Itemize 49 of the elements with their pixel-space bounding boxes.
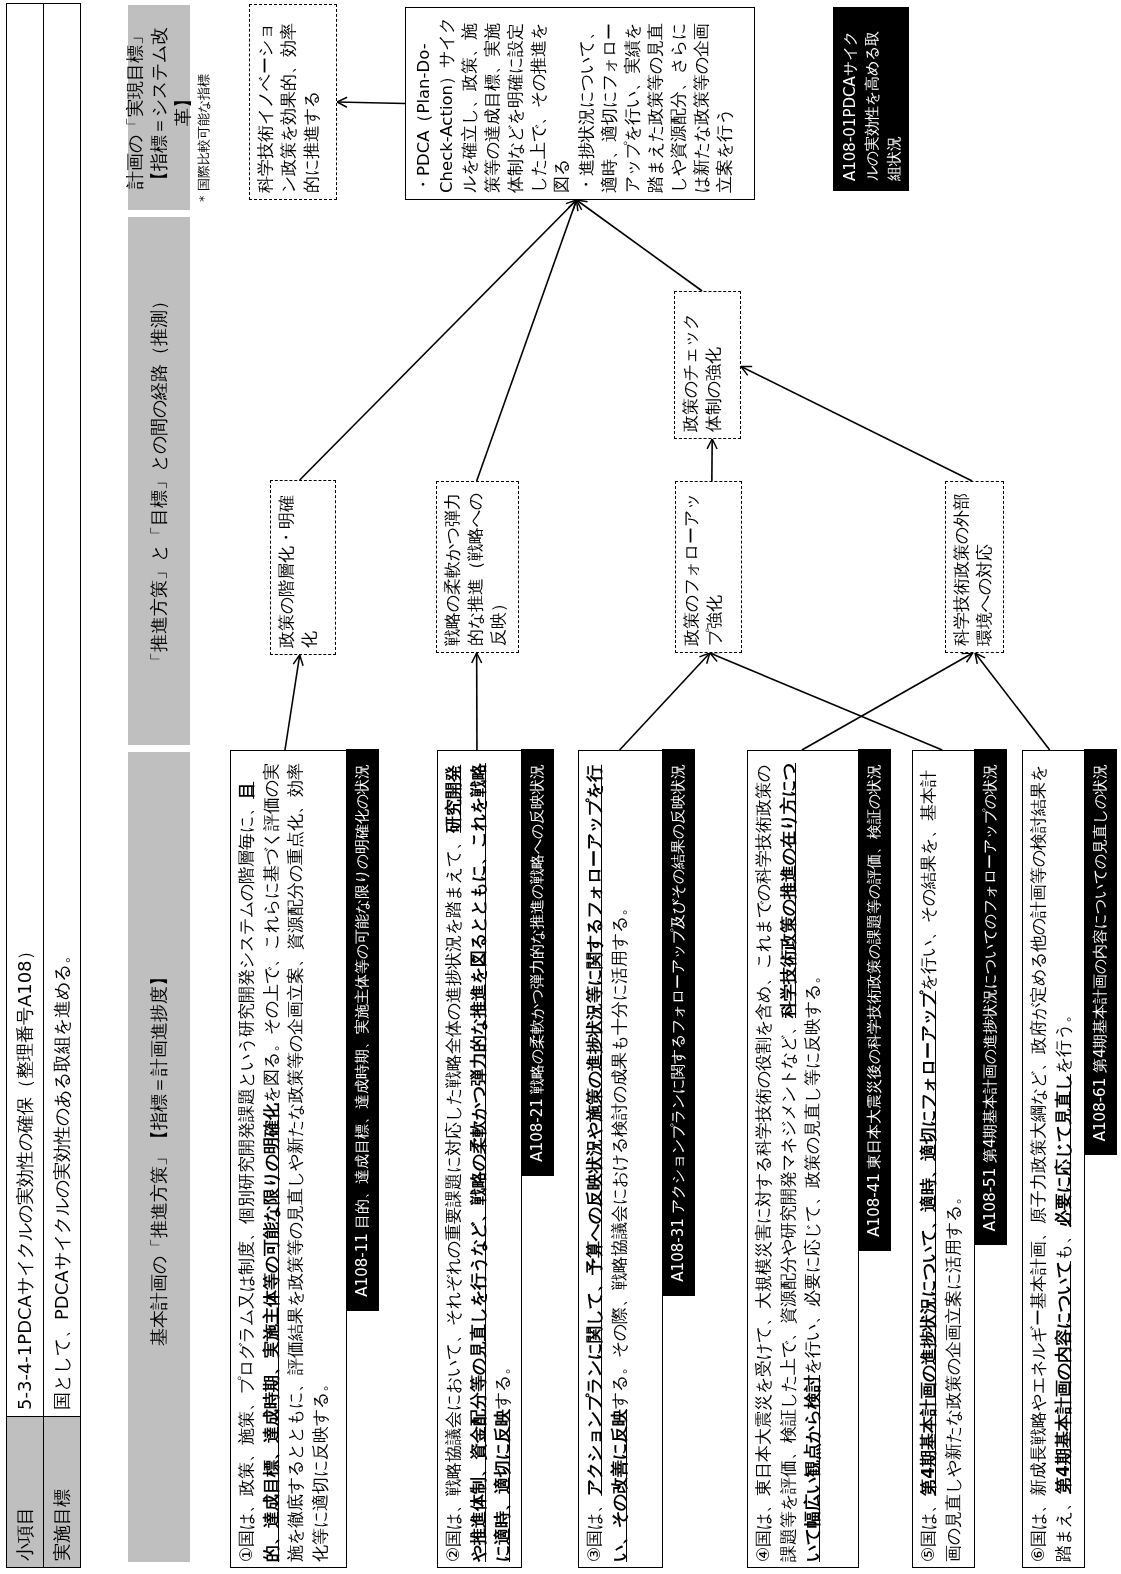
text-box: [405, 7, 755, 200]
table-header-cell: 実施目標: [43, 1416, 81, 1568]
tag-label: A108-31 アクションプランに関するフォローアップ及びその結果の反映状況: [662, 749, 695, 1296]
tag-label: A108-21 戦略の柔軟かつ弾力的な推進の戦略への反映状況: [521, 749, 554, 1176]
column-header: [128, 752, 190, 1562]
column-header: [128, 217, 190, 745]
node-text: 政策のチェック体制の強化: [679, 312, 724, 432]
node-text: ・PDCA（Plan-Do-Check-Action）サイクルを確立し、政策、施策等の達成目標、実施体制などを明確に設定した上で、その推進を図る: [413, 15, 572, 193]
note-text: * 国際比較可能な指標: [195, 74, 212, 202]
arrow: [575, 199, 703, 292]
node-text: 政策の階層化・明確化: [275, 494, 320, 648]
arrow: [740, 365, 973, 482]
arrow: [709, 651, 944, 751]
header-text: 計画の「実現目標」【指標＝システム改革】: [123, 25, 194, 191]
node-text: 政策のフォローアップ強化: [680, 492, 725, 646]
arrow: [974, 652, 1051, 751]
header-text: 「推進方策」と「目標」との間の経路（推測）: [147, 292, 170, 670]
header-text: 基本計画の「推進方策」【指標＝計画進捗度】: [147, 968, 170, 1346]
table-cell: 国として、PDCAサイクルの実効性のある取組を進める。: [43, 3, 81, 1417]
dashed-box: [674, 291, 741, 439]
arrow: [298, 199, 578, 481]
node-text: 科学技術政策の外部環境への対応: [950, 492, 995, 646]
dashed-box: [675, 481, 742, 653]
arrow: [706, 438, 718, 482]
tag-label: A108-51 第4期基本計画の進捗状況についてのフォローアップの状況: [974, 749, 1007, 1246]
dashed-box: [945, 481, 1004, 653]
arrow: [284, 654, 304, 751]
table-header-cell: 小項目: [6, 1416, 44, 1568]
tag-label: [833, 7, 909, 191]
node-text: ⑤国は、第4期基本計画の進捗状況について、適時、適切にフォローアップを行い、その結果を、基本計画の見直しや新たな政策の企画立案に活用する。: [917, 768, 964, 1562]
table-cell: 5-3-4-1PDCAサイクルの実効性の確保（整理番号A108）: [6, 3, 44, 1417]
node-text: ・進捗状況について、適時、適切にフォローアップを行い、実績を踏まえた政策等の見直しや資源配分、さらには新たな政策等の企画立案を行う: [576, 22, 735, 193]
tag-label: A108-61 第4期基本計画の内容についての見直しの状況: [1084, 749, 1117, 1156]
dashed-box: [436, 481, 519, 653]
column-header: [128, 5, 190, 210]
arrow: [475, 199, 579, 482]
dashed-box: [249, 4, 337, 200]
node-text: ①国は、政策、施策、プログラム又は制度、個別研究開発課題という研究開発システムの階層毎に、目的、達成目標、達成時期、実施主体等の可能な限りの明確化を図る。その上で、これらに基づく評価の実施を徹底するとともに、評価結果を政策等の見直しや新たな政策等の企画立案、資源配分の重点化、効率化等に適切に反映する。: [235, 762, 331, 1562]
arrow: [470, 652, 483, 751]
arrow: [618, 652, 711, 751]
node-text: ③国は、アクションプランに関して、予算への反映状況や施策の進捗状況等に関するフォローアップを行い、その改善に反映する。その際、戦略協議会における検討の成果も十分に活用する。: [583, 763, 630, 1562]
tag-label: A108-41 東日本大震災後の科学技術政策の課題等の評価、検証の状況: [858, 749, 891, 1251]
node-text: A108-01PDCAサイクルの実効性を高める取組状況: [840, 30, 904, 181]
tag-label: A108-11 目的、達成目標、達成時期、実施主体等の可能な限りの明確化の状況: [346, 749, 379, 1311]
node-text: 戦略の柔軟かつ弾力的な推進（戦略への反映）: [441, 492, 509, 646]
dashed-box: [270, 480, 336, 655]
arrow: [336, 96, 406, 108]
node-text: 科学技術イノベーション政策を効果的、効率的に推進する: [254, 22, 322, 193]
arrow: [801, 652, 974, 751]
